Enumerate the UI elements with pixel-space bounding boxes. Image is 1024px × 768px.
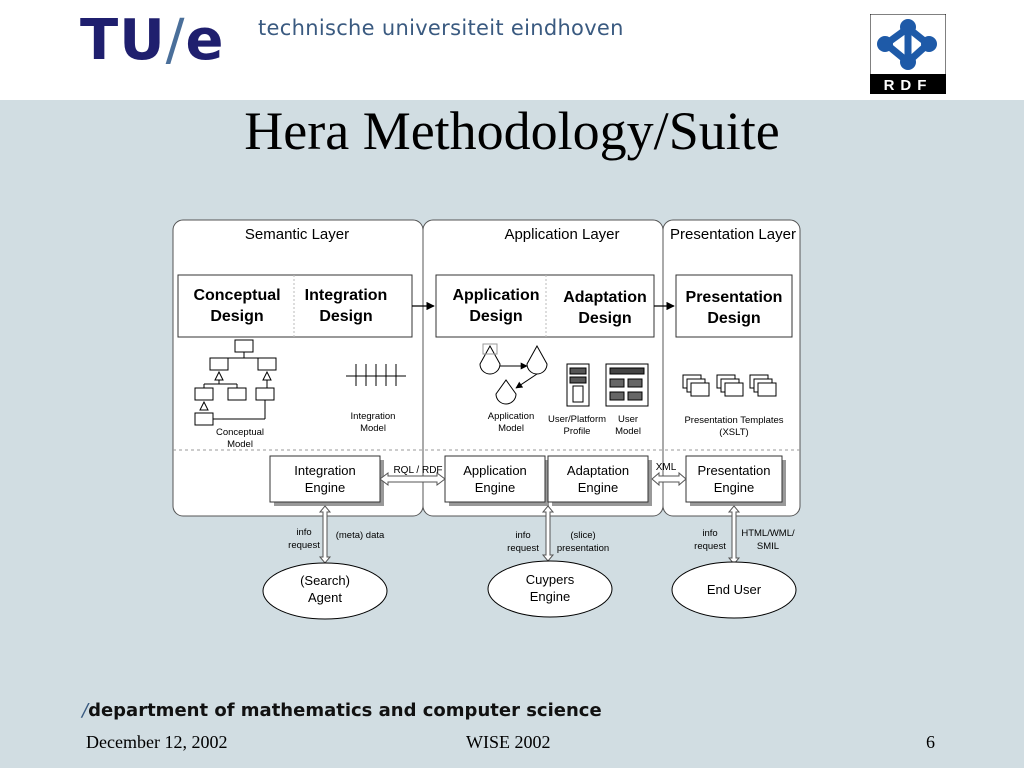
- engine-presentation-1: Presentation: [698, 463, 771, 478]
- application-model-icon: [479, 343, 548, 405]
- actor-end-user: End User: [707, 582, 762, 597]
- model-label-conceptual-2: Model: [227, 439, 253, 450]
- flow-label-info-2a: info: [515, 530, 530, 541]
- application-engine-box: [444, 455, 546, 503]
- design-label-presentation-2: Design: [707, 310, 760, 327]
- tue-logo: TU/e: [80, 8, 225, 73]
- adaptation-engine-box: [547, 455, 649, 503]
- footer-date: December 12, 2002: [86, 732, 228, 752]
- engine-adaptation-2: Engine: [578, 480, 618, 495]
- actor-cuypers-2: Engine: [530, 589, 570, 604]
- design-label-application-2: Design: [469, 308, 522, 325]
- engine-integration-1: Integration: [294, 463, 355, 478]
- flow-label-html-2: SMIL: [757, 541, 779, 552]
- flow-label-slice-1: (slice): [570, 530, 595, 541]
- engine-adaptation-1: Adaptation: [567, 463, 629, 478]
- flow-label-info-1a: info: [296, 527, 311, 538]
- hera-diagram: Semantic Layer Application Layer Present…: [172, 219, 801, 620]
- model-label-profile-2: Profile: [564, 426, 591, 437]
- engine-application-2: Engine: [475, 480, 515, 495]
- design-label-conceptual-2: Design: [210, 308, 263, 325]
- model-label-integration-2: Model: [360, 423, 386, 434]
- xml-connector: [651, 471, 687, 487]
- model-label-user-2: Model: [615, 426, 641, 437]
- integration-model-icon: [346, 364, 406, 386]
- actor-agent-1: (Search): [300, 573, 350, 588]
- flow-label-html-1: HTML/WML/: [741, 528, 795, 539]
- design-label-integration-1: Integration: [305, 287, 388, 304]
- engine-application-1: Application: [463, 463, 527, 478]
- application-design-box: [435, 274, 655, 338]
- connector-label-xml: XML: [656, 462, 677, 473]
- actor-cuypers-1: Cuypers: [526, 572, 575, 587]
- rdf-logo: RDF: [870, 14, 946, 94]
- layer-title-application: Application Layer: [504, 226, 619, 243]
- design-label-presentation-1: Presentation: [686, 289, 783, 306]
- end-user-ellipse: [671, 561, 797, 619]
- semantic-design-box: [177, 274, 413, 338]
- model-label-profile-1: User/Platform: [548, 414, 606, 425]
- model-label-templates-1: Presentation Templates: [684, 415, 783, 426]
- flow-label-info-3b: request: [694, 541, 726, 552]
- layer-title-presentation: Presentation Layer: [670, 226, 796, 243]
- footer-event: WISE 2002: [466, 732, 551, 752]
- department-line: /department of mathematics and computer …: [82, 700, 602, 721]
- flow-label-meta-data: (meta) data: [336, 530, 385, 541]
- design-label-adaptation-2: Design: [578, 310, 631, 327]
- design-label-conceptual-1: Conceptual: [193, 287, 280, 304]
- integration-engine-box: [269, 455, 381, 503]
- rdf-logo-text: RDF: [884, 77, 933, 94]
- connector-label-rql-rdf: RQL / RDF: [393, 465, 442, 476]
- cuypers-engine-ellipse: [487, 560, 613, 618]
- user-model-icon: [605, 363, 649, 407]
- flow-label-info-2b: request: [507, 543, 539, 554]
- model-label-templates-2: (XSLT): [719, 427, 748, 438]
- model-label-application-1: Application: [488, 411, 534, 422]
- model-label-user-1: User: [618, 414, 638, 425]
- model-label-integration-1: Integration: [351, 411, 396, 422]
- conceptual-model-icon: [194, 339, 277, 426]
- flow-label-info-1b: request: [288, 540, 320, 551]
- design-label-adaptation-1: Adaptation: [563, 289, 647, 306]
- layer-title-semantic: Semantic Layer: [245, 226, 349, 243]
- presentation-engine-box: [685, 455, 783, 503]
- header-bar: TU/e technische universiteit eindhoven R…: [0, 0, 1024, 100]
- model-label-application-2: Model: [498, 423, 524, 434]
- design-label-application-1: Application: [452, 287, 539, 304]
- engine-integration-2: Engine: [305, 480, 345, 495]
- footer-page-number: 6: [926, 732, 935, 752]
- rql-rdf-connector: [379, 472, 446, 486]
- slide-title: Hera Methodology/Suite: [244, 101, 780, 161]
- university-name: technische universiteit eindhoven: [258, 16, 624, 40]
- engine-presentation-2: Engine: [714, 480, 754, 495]
- flow-label-info-3a: info: [702, 528, 717, 539]
- flow-label-slice-2: presentation: [557, 543, 609, 554]
- presentation-design-box: [675, 274, 793, 338]
- presentation-templates-icon: [682, 374, 777, 397]
- search-agent-ellipse: [262, 562, 388, 620]
- actor-agent-2: Agent: [308, 590, 342, 605]
- user-platform-profile-icon: [566, 363, 590, 407]
- model-label-conceptual-1: Conceptual: [216, 427, 264, 438]
- design-label-integration-2: Design: [319, 308, 372, 325]
